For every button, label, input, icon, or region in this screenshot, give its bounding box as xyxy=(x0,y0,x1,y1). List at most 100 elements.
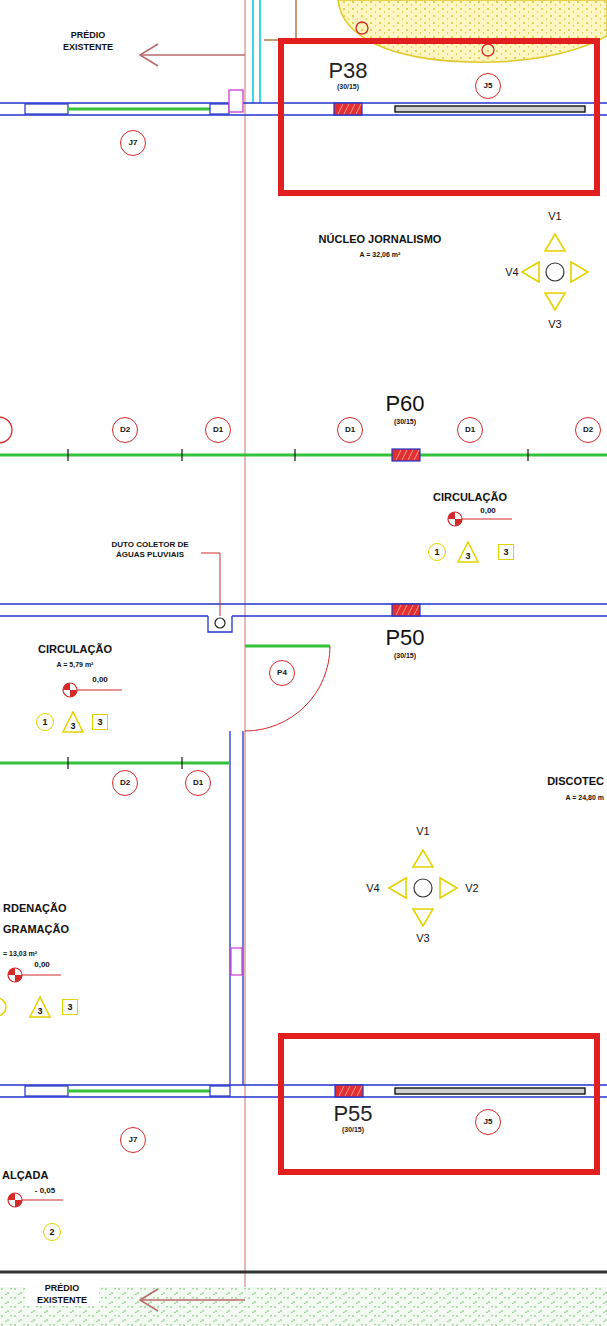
window-j5 xyxy=(395,1088,585,1094)
pillar-size: (30/15) xyxy=(298,83,398,91)
tag-circle: P4 xyxy=(269,660,295,686)
finish-triangle: 3 xyxy=(29,996,51,1018)
window-jamb xyxy=(25,1086,68,1096)
tag-text: 1 xyxy=(434,548,439,557)
tag-circle: D2 xyxy=(575,417,601,443)
tree-symbol xyxy=(356,22,368,34)
level-value: 0,00 xyxy=(480,506,496,516)
window-j7 xyxy=(68,1090,210,1093)
service-line xyxy=(264,0,296,40)
level-value: 0,00 xyxy=(34,960,50,970)
arrow-head xyxy=(140,1289,158,1311)
duct-niche xyxy=(208,616,232,632)
tree-symbol xyxy=(482,44,494,56)
tag-text: 2 xyxy=(49,1228,54,1237)
view-triangle xyxy=(413,909,433,926)
view-mark: V4 xyxy=(505,265,518,279)
pillar-hatch xyxy=(396,605,401,615)
tag-circle: D1 xyxy=(205,417,231,443)
level-symbol xyxy=(8,1193,22,1207)
door-tick xyxy=(181,757,182,769)
room-area: A = 24,80 m xyxy=(566,793,604,802)
view-triangle xyxy=(413,850,433,867)
view-mark: V3 xyxy=(416,931,429,945)
tag-text: J7 xyxy=(129,139,138,147)
pillar-hatch xyxy=(396,450,401,460)
level-quadrant xyxy=(8,1193,15,1200)
door-tick xyxy=(67,757,68,769)
arrow-shaft xyxy=(140,54,245,56)
pillar-hatch xyxy=(356,104,361,114)
pillar-hatch xyxy=(357,1086,362,1096)
level-line xyxy=(455,518,512,519)
room-area: = 13,03 m² xyxy=(3,949,37,958)
level-symbol xyxy=(448,512,462,526)
level-value: - 0,05 xyxy=(35,1186,55,1196)
tag-text: D1 xyxy=(465,426,475,434)
wall-line xyxy=(0,1084,607,1085)
tag-circle: D2 xyxy=(112,417,138,443)
view-triangle xyxy=(522,262,539,282)
room-name: RDENAÇÃO GRAMAÇÃO xyxy=(3,898,78,940)
wall-line xyxy=(0,615,208,616)
tag-text: 3 xyxy=(37,1007,42,1016)
level-quadrant xyxy=(63,683,70,690)
highlight-frame: P55(30/15)J5 xyxy=(278,1033,600,1175)
pillar-hatch xyxy=(402,605,407,615)
building-label: PRÉDIO EXISTENTE xyxy=(25,1283,99,1306)
tree-area xyxy=(338,0,607,62)
view-mark: V1 xyxy=(548,209,561,223)
wall-line xyxy=(242,731,243,1085)
level-symbol xyxy=(8,968,22,982)
finish-circle: 2 xyxy=(43,1223,61,1241)
window-jamb xyxy=(210,104,229,114)
level-line xyxy=(70,689,122,690)
cut-tag-circle xyxy=(0,417,12,443)
pillar-hatch xyxy=(350,104,355,114)
window-j7 xyxy=(68,108,210,111)
tag-text: 3 xyxy=(97,718,102,727)
sidewalk-edge xyxy=(0,1271,607,1274)
pillar-id: P50 xyxy=(385,624,424,653)
view-triangle xyxy=(545,234,565,251)
room-name: CIRCULAÇÃO xyxy=(38,642,112,656)
wall-line xyxy=(0,102,607,103)
pipe-line xyxy=(252,0,254,103)
view-triangle xyxy=(389,878,406,898)
view-center xyxy=(546,263,564,281)
level-symbol xyxy=(63,683,77,697)
room-name: NÚCLEO JORNALISMO xyxy=(319,232,442,246)
triangle-outline xyxy=(63,712,83,732)
tag-text: 3 xyxy=(70,722,75,731)
finish-square: 3 xyxy=(62,999,78,1015)
pillar-id: P55 xyxy=(303,1101,403,1126)
building-label: PRÉDIO EXISTENTE xyxy=(53,30,123,53)
level-value: 0,00 xyxy=(92,675,108,685)
tag-circle: D1 xyxy=(185,770,211,796)
door-row xyxy=(0,762,230,765)
tag-text: P4 xyxy=(277,669,287,677)
pillar-hatch xyxy=(414,605,419,615)
level-quadrant xyxy=(448,512,455,519)
view-triangle xyxy=(545,293,565,310)
tag-text: D1 xyxy=(213,426,223,434)
door-tick xyxy=(67,449,68,461)
triangle-outline xyxy=(458,542,478,562)
wall-line xyxy=(0,114,607,115)
door-leaf xyxy=(245,645,330,648)
note-text: DUTO COLETOR DE ÁGUAS PLUVIAIS xyxy=(103,540,198,561)
pillar-hatch xyxy=(408,450,413,460)
area-name: ALÇADA xyxy=(2,1168,48,1182)
tag-text: J7 xyxy=(129,1136,138,1144)
duct-circle xyxy=(215,618,225,628)
level-quadrant xyxy=(455,519,462,526)
tag-text: 3 xyxy=(503,548,508,557)
window-j5 xyxy=(395,106,585,112)
door-tick xyxy=(181,449,182,461)
view-mark: V2 xyxy=(465,881,478,895)
reference-axis xyxy=(245,0,246,1326)
finish-square: 3 xyxy=(498,544,514,560)
tag-text: D2 xyxy=(120,779,130,787)
window-jamb xyxy=(210,1086,230,1096)
